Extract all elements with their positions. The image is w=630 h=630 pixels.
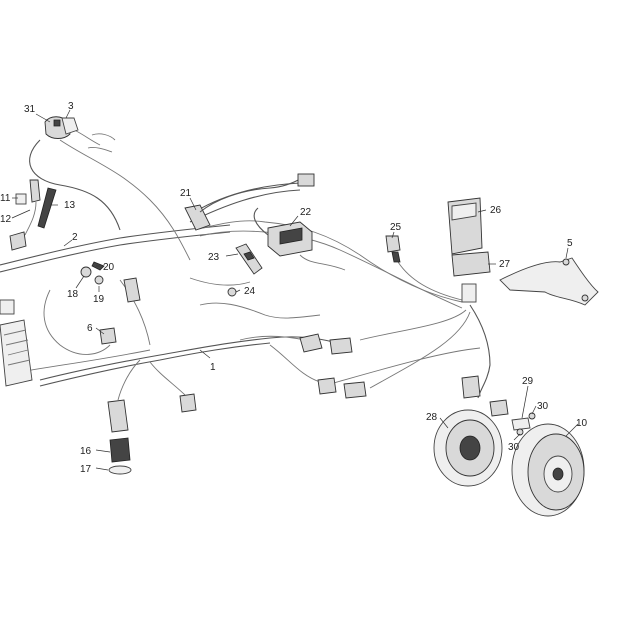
leader-lines [11, 109, 579, 471]
switch-3 [61, 117, 116, 153]
sensor-16 [107, 399, 131, 463]
callout-29: 29 [522, 376, 534, 387]
small-parts-18-19-20 [80, 261, 105, 285]
flywheel-10 [511, 423, 585, 517]
callout-17: 17 [80, 464, 92, 475]
spark-plug-cap-21 [184, 173, 315, 231]
connector-24 [227, 287, 237, 297]
callout-26: 26 [490, 205, 502, 216]
callout-21: 21 [180, 188, 192, 199]
callout-22: 22 [300, 207, 312, 218]
regulator-27 [451, 251, 491, 303]
parts-11-12-13 [9, 179, 57, 251]
left-rectifier [0, 299, 33, 387]
callout-28: 28 [426, 412, 438, 423]
callout-24: 24 [244, 286, 256, 297]
callout-10: 10 [576, 418, 588, 429]
callout-27: 27 [499, 259, 511, 270]
callout-6: 6 [87, 323, 93, 334]
callout-25: 25 [390, 222, 402, 233]
callout-12: 12 [0, 214, 12, 225]
bracket-5 [499, 257, 599, 306]
callout-30-upper: 30 [537, 401, 549, 412]
main-harness-wires [0, 139, 491, 401]
callout-19: 19 [93, 294, 105, 305]
callout-3: 3 [68, 101, 74, 112]
callout-30-lower: 30 [508, 442, 520, 453]
callout-18: 18 [67, 289, 79, 300]
callout-13: 13 [64, 200, 76, 211]
callout-5: 5 [567, 238, 573, 249]
callout-11: 11 [0, 193, 11, 204]
callout-2: 2 [72, 232, 78, 243]
parts-29-30 [511, 412, 536, 436]
ignition-coil-22 [253, 207, 313, 257]
ecu-26 [447, 197, 483, 255]
o-ring-17 [108, 465, 132, 475]
callout-23: 23 [208, 252, 220, 263]
stator-28 [433, 375, 509, 487]
callout-1: 1 [210, 362, 216, 373]
harness-connectors [99, 277, 367, 413]
callout-labels: 1 2 3 5 6 10 11 12 13 16 17 18 19 20 21 … [0, 101, 588, 475]
callout-20: 20 [103, 262, 115, 273]
spark-plug-23 [235, 243, 263, 275]
callout-16: 16 [80, 446, 92, 457]
sensor-25 [385, 235, 401, 263]
callout-31: 31 [24, 104, 36, 115]
